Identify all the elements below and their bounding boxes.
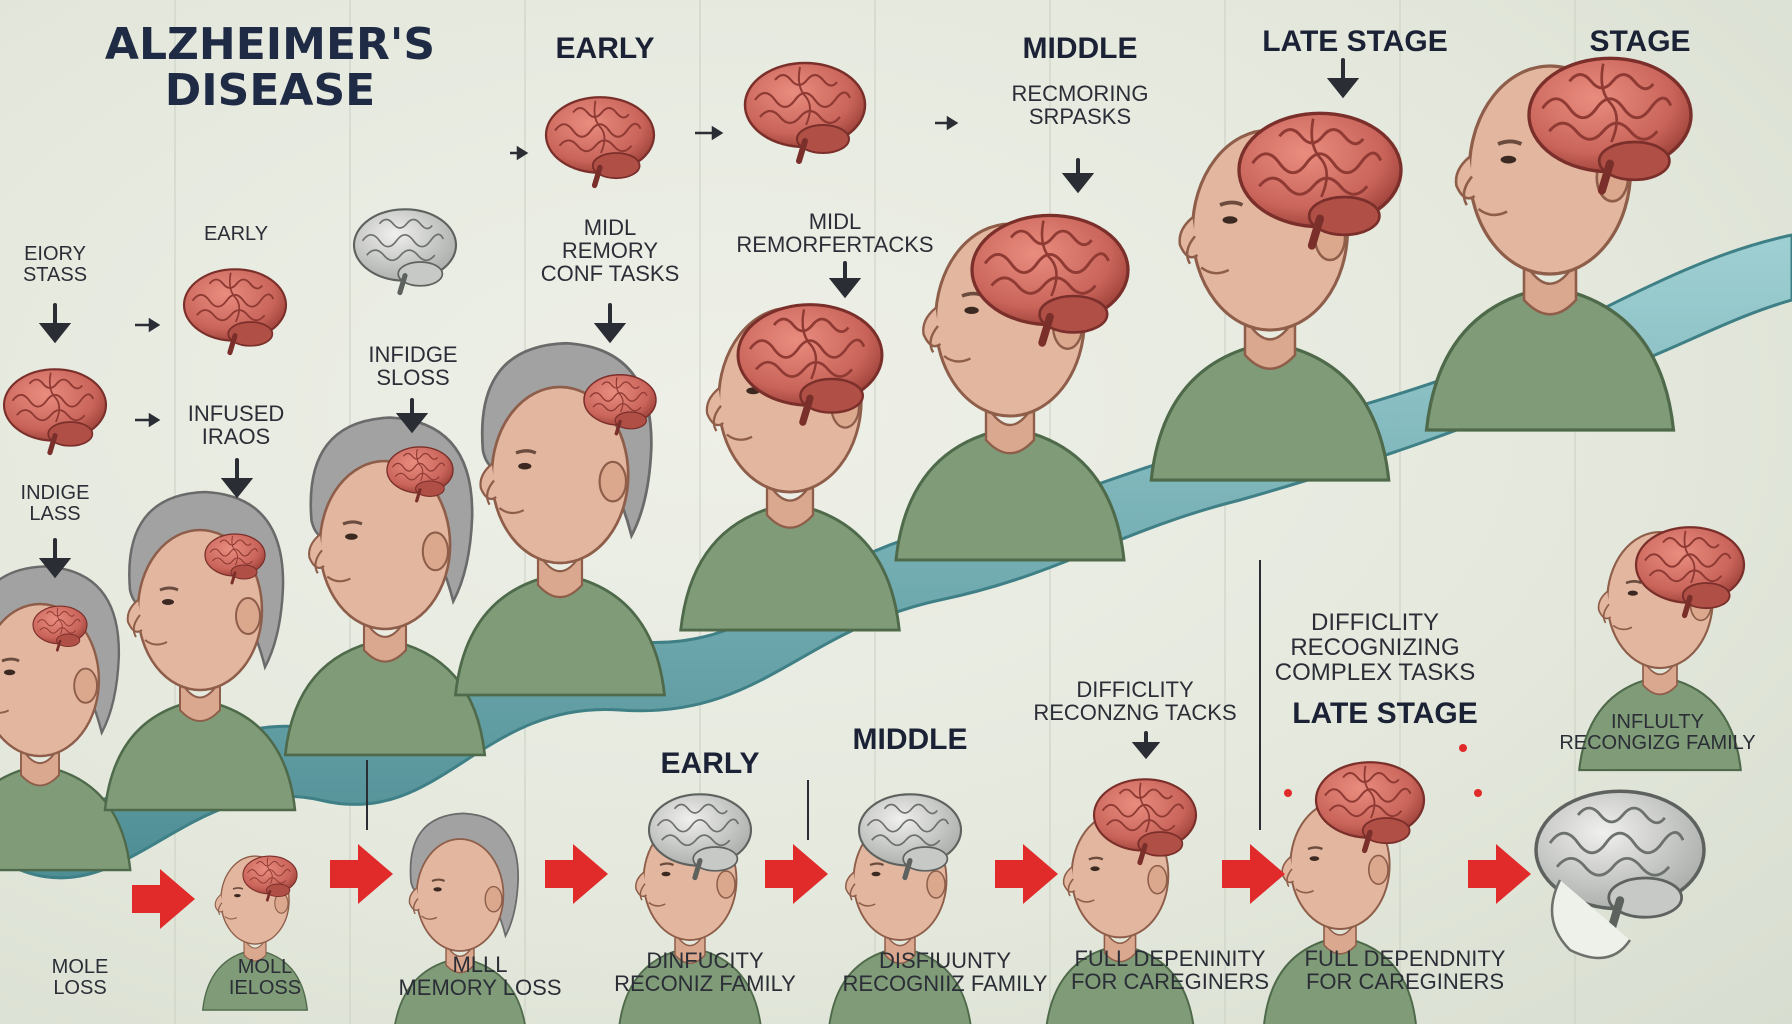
caption-stage-3: MLLL MEMORY LOSS [398, 952, 562, 1001]
down-arrows [38, 58, 1360, 760]
brain-icon [184, 269, 286, 352]
person-stage-4 [453, 341, 667, 697]
header-middle: MIDDLE [1022, 32, 1138, 65]
brain-icon [4, 369, 106, 452]
down-arrow-icon [593, 303, 627, 344]
down-arrow-icon [38, 303, 72, 344]
arrow-right-icon [135, 412, 161, 428]
note-eiory-stass: EIORY STASS [22, 243, 88, 286]
arrow-right-icon [135, 317, 161, 333]
red-arrow-icon [995, 844, 1058, 904]
caption-stage-2: MOLL IELOSS [228, 956, 302, 999]
down-arrow-icon [1061, 158, 1095, 194]
red-arrow-icon [330, 844, 393, 904]
note-indige-lass: INDIGE LASS [20, 482, 90, 525]
caption-stage-4: DINFUCITY RECONIZ FAMILY [614, 948, 796, 997]
brain-icon [546, 97, 654, 185]
red-arrow-icon [765, 844, 828, 904]
note-midl-remory: MIDL REMORY CONF TASKS [540, 215, 680, 287]
caption-stage-7: FULL DEPENDNITY FOR CAREGINERS [1304, 946, 1506, 995]
red-arrow-icon [1468, 844, 1531, 904]
note-infused-iraos: INFUSED IRAOS [187, 401, 285, 450]
red-arrow-icon [132, 869, 195, 929]
down-arrow-icon [38, 538, 72, 579]
header-late-bottom: LATE STAGE [1292, 697, 1478, 730]
brain-icon [745, 63, 865, 161]
note-midl-remorfertacks: MIDL REMORFERTACKS [736, 209, 934, 258]
caption-stage-1: MOLE LOSS [51, 956, 109, 999]
red-arrows [132, 844, 1531, 929]
separators [366, 560, 1261, 840]
note-difficlity-complex: DIFFICLITY RECOGNIZING COMPLEX TASKS [1274, 609, 1476, 687]
down-arrow-icon [220, 458, 254, 499]
person-stage-5 [679, 305, 901, 632]
note-infidge-sloss: INFIDGE SLOSS [368, 342, 458, 391]
red-arrow-icon [545, 844, 608, 904]
person-stage-3 [283, 416, 487, 757]
red-arrow-icon [1222, 844, 1285, 904]
header-late-stage: LATE STAGE [1262, 25, 1448, 58]
header-early-small: EARLY [203, 223, 269, 245]
person-stage-1 [0, 565, 132, 872]
arrow-right-icon [935, 115, 959, 131]
header-middle-bottom: MIDDLE [852, 723, 968, 756]
down-arrow-icon [828, 261, 862, 299]
down-arrow-icon [1326, 58, 1360, 99]
caption-stage-6: FULL DEPENINITY FOR CAREGINERS [1070, 946, 1270, 995]
red-dots [1284, 744, 1482, 797]
note-recmoring: RECMORING SRPASKS [1011, 81, 1149, 130]
note-difficlity-tacks: DIFFICLITY RECONZNG TACKS [1033, 677, 1237, 726]
arrow-right-icon [510, 145, 529, 161]
brain-icon [354, 209, 456, 292]
page-title: ALZHEIMER'S DISEASE [104, 19, 436, 117]
down-arrow-icon [1131, 731, 1161, 760]
person-stage-6 [894, 215, 1128, 562]
bottom-head-7 [1536, 791, 1704, 960]
header-early: EARLY [555, 32, 655, 65]
note-influlty: INFLULTY RECONGIZG FAMILY [1559, 711, 1756, 754]
header-stage: STAGE [1589, 25, 1691, 58]
down-arrow-icon [395, 398, 429, 434]
arrow-right-icon [695, 125, 724, 141]
header-early-bottom: EARLY [660, 747, 760, 780]
small-arrows [135, 115, 959, 428]
person-stage-8 [1424, 58, 1692, 432]
person-stage-7 [1149, 113, 1401, 482]
caption-stage-5: DISFIUUNTY RECOGNIIZ FAMILY [842, 948, 1048, 997]
person-stage-2 [103, 490, 297, 812]
